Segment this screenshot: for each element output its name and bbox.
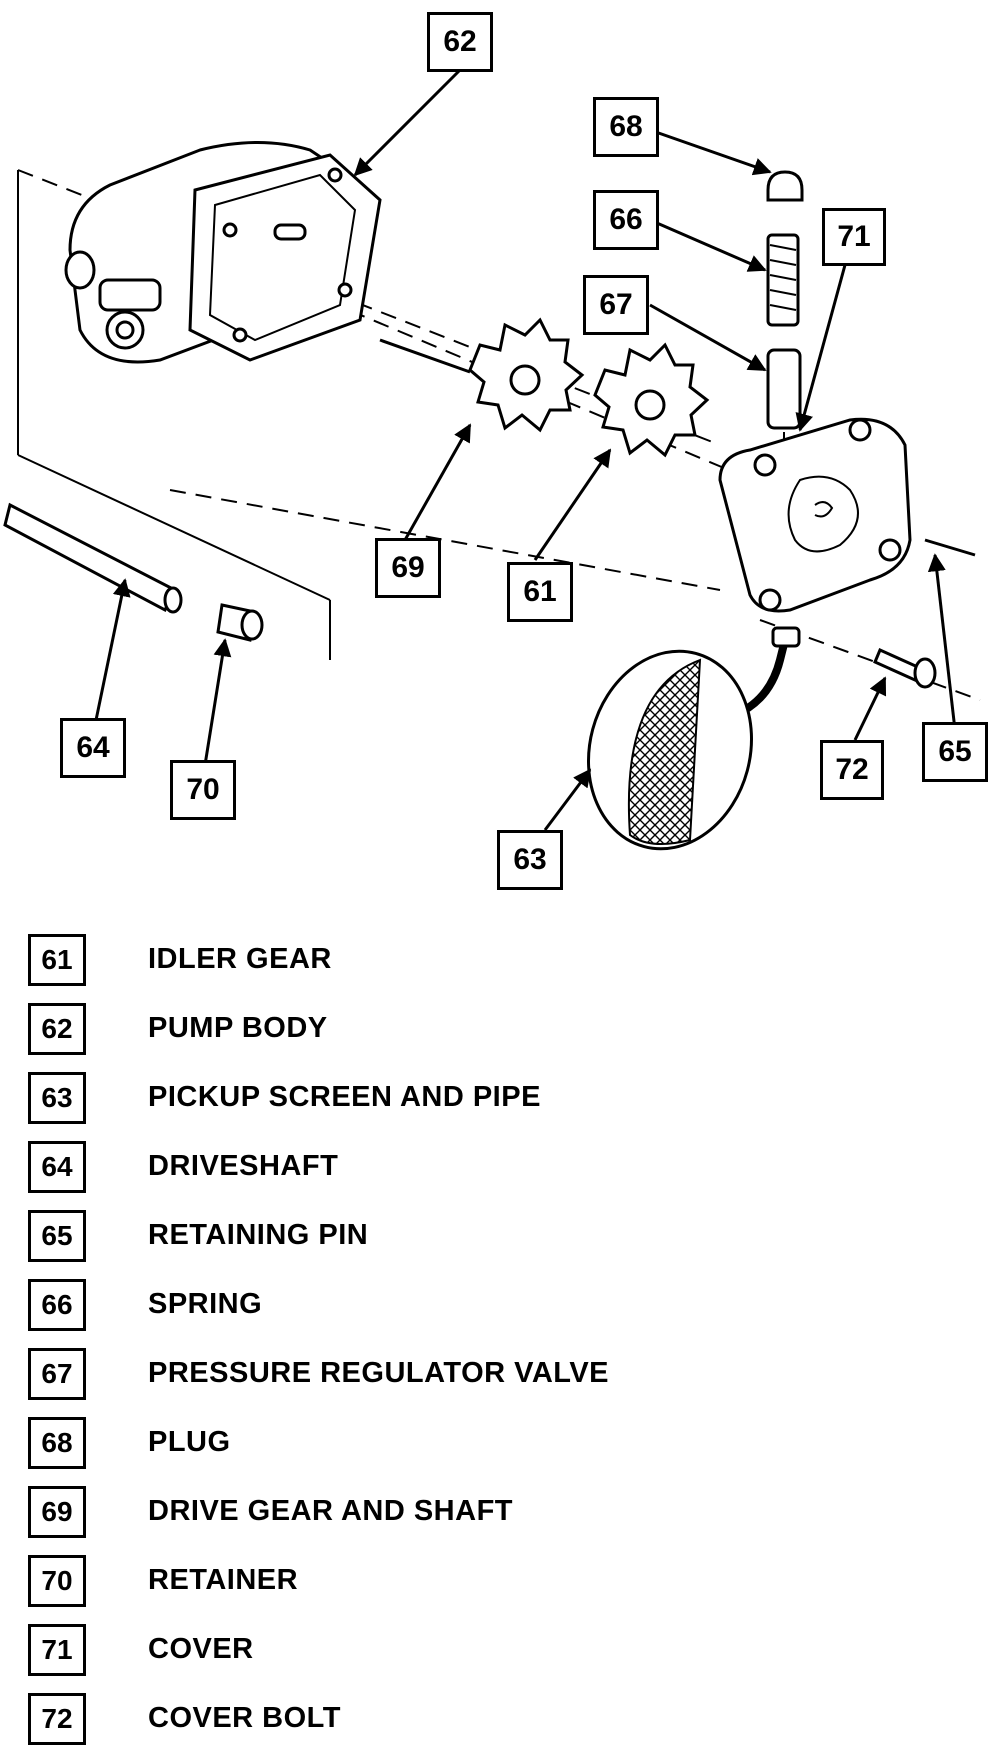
driveshaft xyxy=(3,502,183,614)
legend-number: 63 xyxy=(28,1071,86,1124)
legend-label: PICKUP SCREEN AND PIPE xyxy=(148,1081,541,1113)
legend-label: SPRING xyxy=(148,1288,263,1320)
legend-row: 70 RETAINER xyxy=(28,1546,928,1615)
legend-label: RETAINER xyxy=(148,1564,299,1596)
legend-row: 71 COVER xyxy=(28,1615,928,1684)
legend-label: PLUG xyxy=(148,1426,231,1458)
legend-label: PRESSURE REGULATOR VALVE xyxy=(148,1357,610,1389)
parts-legend: 61 IDLER GEAR 62 PUMP BODY 63 PICKUP SCR… xyxy=(28,925,928,1753)
spring xyxy=(766,233,800,327)
legend-label: COVER xyxy=(148,1633,254,1665)
legend-row: 68 PLUG xyxy=(28,1408,928,1477)
legend-row: 66 SPRING xyxy=(28,1270,928,1339)
legend-row: 63 PICKUP SCREEN AND PIPE xyxy=(28,1063,928,1132)
cover xyxy=(718,417,912,613)
callout-69: 69 xyxy=(375,538,441,598)
legend-number: 69 xyxy=(28,1485,86,1538)
callout-66: 66 xyxy=(593,190,659,250)
legend-row: 64 DRIVESHAFT xyxy=(28,1132,928,1201)
plug xyxy=(766,170,804,202)
legend-row: 65 RETAINING PIN xyxy=(28,1201,928,1270)
exploded-view-diagram xyxy=(3,68,981,851)
idler-gear xyxy=(593,342,710,458)
legend-number: 68 xyxy=(28,1416,86,1469)
legend-number: 64 xyxy=(28,1140,86,1193)
retaining-pin xyxy=(924,538,976,557)
callout-71: 71 xyxy=(822,208,886,266)
legend-label: RETAINING PIN xyxy=(148,1219,369,1251)
callout-70: 70 xyxy=(170,760,236,820)
callout-63: 63 xyxy=(497,830,563,890)
leader-arrows xyxy=(93,68,957,831)
callout-61: 61 xyxy=(507,562,573,622)
legend-label: PUMP BODY xyxy=(148,1012,328,1044)
legend-row: 69 DRIVE GEAR AND SHAFT xyxy=(28,1477,928,1546)
callout-67: 67 xyxy=(583,275,649,335)
pressure-regulator-valve xyxy=(766,348,802,445)
legend-number: 71 xyxy=(28,1623,86,1676)
legend-number: 65 xyxy=(28,1209,86,1262)
legend-row: 72 COVER BOLT xyxy=(28,1684,928,1753)
legend-number: 67 xyxy=(28,1347,86,1400)
driveshaft-envelope xyxy=(17,170,331,660)
cover-bolt xyxy=(873,647,937,689)
drive-gear xyxy=(379,317,585,433)
legend-number: 62 xyxy=(28,1002,86,1055)
legend-row: 67 PRESSURE REGULATOR VALVE xyxy=(28,1339,928,1408)
legend-row: 61 IDLER GEAR xyxy=(28,925,928,994)
legend-number: 72 xyxy=(28,1692,86,1745)
legend-number: 66 xyxy=(28,1278,86,1331)
callout-68: 68 xyxy=(593,97,659,157)
pump-body xyxy=(64,141,382,364)
callout-64: 64 xyxy=(60,718,126,778)
callout-65: 65 xyxy=(922,722,988,782)
callout-72: 72 xyxy=(820,740,884,800)
legend-number: 61 xyxy=(28,933,86,986)
pickup-screen-and-pipe xyxy=(587,626,801,851)
legend-label: DRIVE GEAR AND SHAFT xyxy=(148,1495,513,1527)
legend-row: 62 PUMP BODY xyxy=(28,994,928,1063)
retainer xyxy=(216,603,264,642)
legend-label: COVER BOLT xyxy=(148,1702,341,1734)
legend-number: 70 xyxy=(28,1554,86,1607)
callout-62: 62 xyxy=(427,12,493,72)
legend-label: DRIVESHAFT xyxy=(148,1150,339,1182)
legend-label: IDLER GEAR xyxy=(148,943,332,975)
